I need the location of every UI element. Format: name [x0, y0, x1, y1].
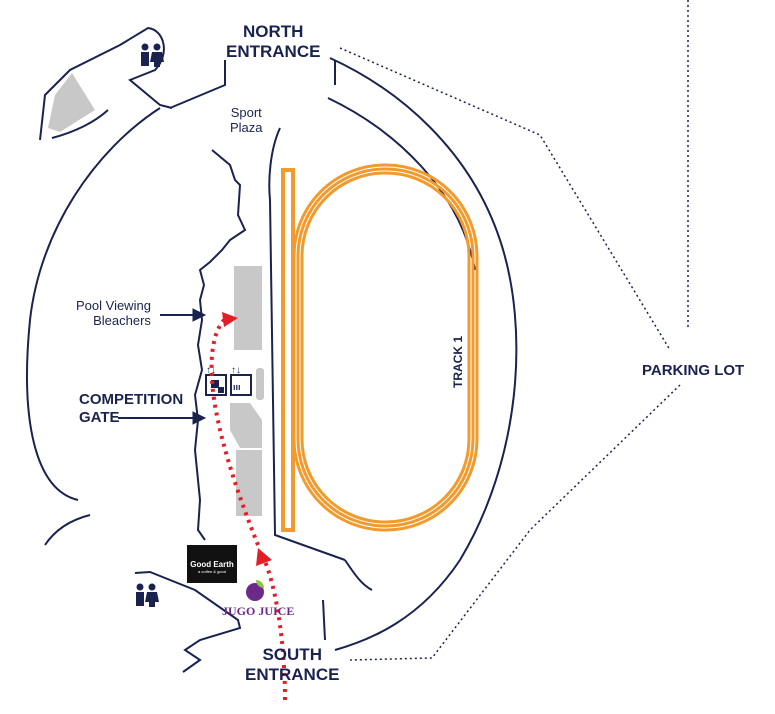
- svg-text:↑↓: ↑↓: [231, 365, 241, 376]
- sport-plaza-label: Sport Plaza: [230, 105, 263, 135]
- route-arrow-south: [256, 548, 272, 566]
- building-outline: [26, 26, 518, 673]
- north-entrance-label: NORTH ENTRANCE: [226, 22, 321, 61]
- jugo-juice-logo: JUGO JUICE: [222, 604, 295, 618]
- restroom-icon: [136, 43, 164, 607]
- arrow-icon: [118, 308, 207, 425]
- pool-viewing-label: Pool Viewing Bleachers: [76, 298, 151, 328]
- parking-dotted-lines: [339, 0, 689, 661]
- south-entrance-label: SOUTH ENTRANCE: [245, 645, 340, 684]
- jugo-juice-logo-circle: [246, 583, 264, 601]
- svg-text:ııı: ııı: [233, 382, 241, 392]
- route-arrow-north: [222, 312, 238, 327]
- route-path: [209, 318, 287, 701]
- svg-text:↑↓: ↑↓: [206, 365, 216, 376]
- jugo-juice-logo-leaf: [256, 580, 264, 588]
- parking-lot-label: PARKING LOT: [642, 362, 745, 379]
- competition-gate-label: COMPETITION GATE: [79, 391, 184, 426]
- pavilion-shade: [48, 73, 95, 132]
- bleachers: [230, 266, 264, 516]
- good-earth-logo: Good Earth a coffee & good: [187, 545, 237, 583]
- track-label: TRACK 1: [451, 335, 466, 389]
- track-oval: [292, 163, 479, 532]
- track-straight-strip: [281, 168, 295, 532]
